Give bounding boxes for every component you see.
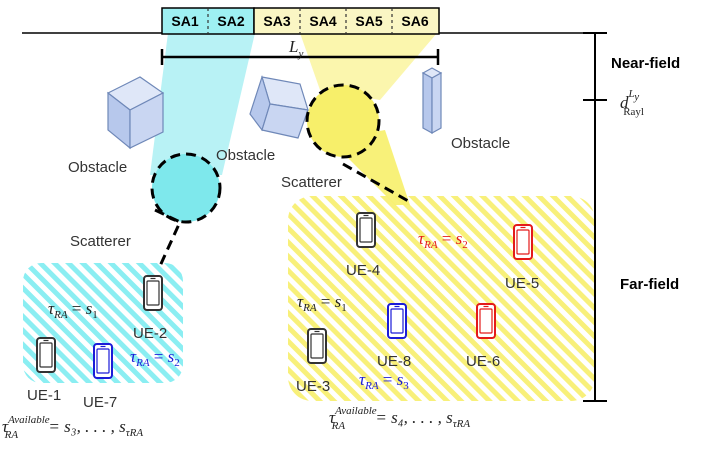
ue-6-label: UE-6: [466, 353, 500, 370]
scatterer-yellow: [305, 83, 381, 159]
ue-1-phone-icon: [36, 337, 56, 373]
obstacle-label-middle: Obstacle: [216, 147, 275, 164]
ra-assignment-ue5: τRA = s2: [418, 229, 468, 251]
subarray-label-6: SA6: [401, 13, 428, 29]
ue-6-phone-icon: [476, 303, 496, 339]
ue-5-label: UE-5: [505, 275, 539, 292]
far-field-label: Far-field: [620, 276, 679, 293]
subarray-label-4: SA4: [309, 13, 336, 29]
near-field-label: Near-field: [611, 55, 680, 72]
scatter-path-cyan: [154, 208, 182, 267]
scatterer-cyan: [150, 152, 222, 224]
ue-2-label: UE-2: [133, 325, 167, 342]
ue-8-label: UE-8: [377, 353, 411, 370]
scatter-path-yellow: [342, 162, 411, 204]
ue-5-phone-icon: [513, 224, 533, 260]
ue-7-phone-icon: [93, 343, 113, 379]
aperture-dimension: Ly: [160, 37, 440, 65]
scatterer-label-left: Scatterer: [70, 233, 131, 250]
subarray-label-5: SA5: [355, 13, 382, 29]
ra-assignment-ue3: τRA = s1: [297, 292, 347, 314]
ue-4-phone-icon: [356, 212, 376, 248]
beam-cyan: [150, 33, 255, 175]
obstacle-cube-left: [106, 76, 165, 150]
subarray-label-3: SA3: [263, 13, 290, 29]
obstacle-label-left: Obstacle: [68, 159, 127, 176]
ra-assignment-ue7: τRA = s2: [130, 347, 180, 369]
ue-4-label: UE-4: [346, 262, 380, 279]
aperture-label: Ly: [288, 37, 303, 60]
ue-2-phone-icon: [143, 275, 163, 311]
obstacle-pillar-right: [421, 67, 443, 135]
ue-3-label: UE-3: [296, 378, 330, 395]
ra-assignment-ue8: τRA = s3: [359, 370, 409, 392]
ue-3-phone-icon: [307, 328, 327, 364]
subarray-label-1: SA1: [171, 13, 198, 29]
obstacle-label-right: Obstacle: [451, 135, 510, 152]
obstacle-cube-middle: [249, 74, 309, 139]
ue-7-label: UE-7: [83, 394, 117, 411]
ue-8-phone-icon: [387, 303, 407, 339]
scatterer-label-right: Scatterer: [281, 174, 342, 191]
antenna-array: SA1 SA2 SA3 SA4 SA5 SA6: [161, 7, 440, 35]
beam-yellow-top: [300, 33, 437, 100]
subarray-label-2: SA2: [217, 13, 244, 29]
ra-assignment-ue2: τRA = s1: [48, 299, 98, 321]
ue-1-label: UE-1: [27, 387, 61, 404]
field-ruler: [583, 32, 607, 402]
